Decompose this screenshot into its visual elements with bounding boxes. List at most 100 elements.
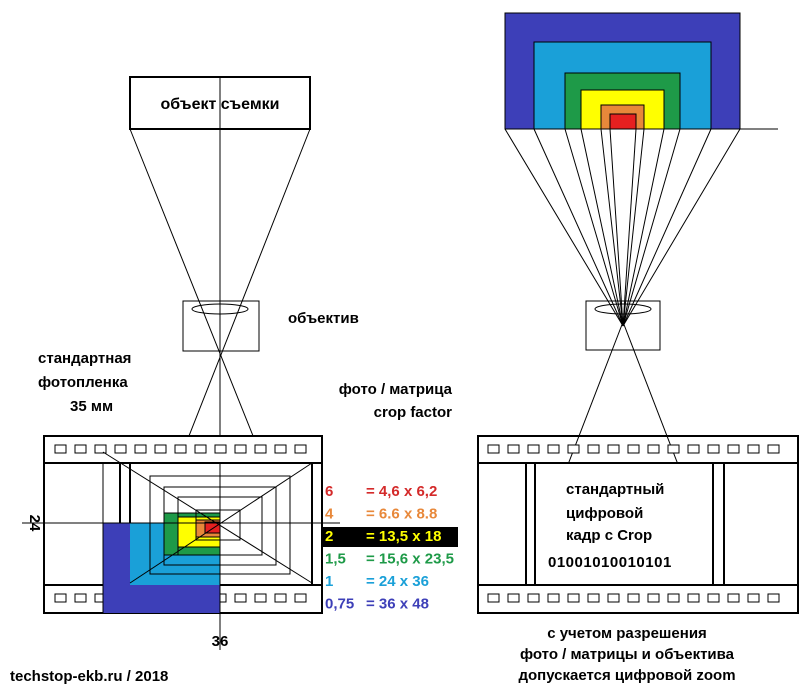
- digital-frame-label-line-1: стандартный: [566, 481, 664, 498]
- perforation-top-6: [174, 444, 187, 454]
- zoom-note-line-2: фото / матрицы и объектива: [520, 646, 735, 663]
- right-ray-2: [564, 128, 624, 327]
- perforation-top-5: [154, 444, 167, 454]
- film-label-line-2: фотопленка: [38, 374, 128, 391]
- perforation-top-10: [254, 444, 267, 454]
- binary-text: 01001010010101: [548, 554, 672, 571]
- perforation-top-right-7: [627, 444, 640, 454]
- perforation-top-right-6: [607, 444, 620, 454]
- perforation-bottom-right-3: [547, 593, 560, 603]
- right-ray-9: [622, 128, 681, 327]
- sensor-size-value: = 24 x 36: [366, 573, 429, 590]
- perforation-top-right-3: [547, 444, 560, 454]
- film-perforations-top: [54, 444, 307, 454]
- perforation-top-0: [54, 444, 67, 454]
- perforation-bottom-right-12: [727, 593, 740, 603]
- perforation-bottom-1: [74, 593, 87, 603]
- right-ray-8: [622, 128, 665, 327]
- right-ray-3: [580, 128, 624, 327]
- perforation-bottom-0: [54, 593, 67, 603]
- zoom-note-line-3: допускается цифровой zoom: [518, 667, 735, 684]
- perforation-top-right-12: [727, 444, 740, 454]
- film-perforations-top-right: [487, 444, 780, 454]
- perforation-top-8: [214, 444, 227, 454]
- left-lens: [182, 300, 260, 352]
- crop-factor-value: 4: [325, 506, 334, 523]
- right-ray-10: [622, 128, 712, 327]
- perforation-top-11: [274, 444, 287, 454]
- sensor-size-value: = 36 x 48: [366, 596, 429, 613]
- perforation-bottom-right-14: [767, 593, 780, 603]
- right-ray-1: [533, 128, 624, 327]
- perforation-top-right-8: [647, 444, 660, 454]
- perforation-top-right-4: [567, 444, 580, 454]
- perforation-bottom-10: [254, 593, 267, 603]
- perforation-top-2: [94, 444, 107, 454]
- film-label-line-1: стандартная: [38, 350, 131, 367]
- perforation-top-4: [134, 444, 147, 454]
- right-subject-squares: [504, 12, 741, 130]
- film-label-line-3: 35 мм: [70, 398, 113, 415]
- perforation-bottom-right-1: [507, 593, 520, 603]
- perforation-top-12: [294, 444, 307, 454]
- perforation-top-right-0: [487, 444, 500, 454]
- perforation-bottom-12: [294, 593, 307, 603]
- perforation-top-right-1: [507, 444, 520, 454]
- sensor-size-value: = 6.6 x 8.8: [366, 506, 437, 523]
- perforation-top-right-9: [667, 444, 680, 454]
- crop-factor-value: 6: [325, 483, 333, 500]
- perforation-top-9: [234, 444, 247, 454]
- right-ray-4: [600, 128, 624, 327]
- perforation-bottom-right-5: [587, 593, 600, 603]
- perforation-bottom-right-0: [487, 593, 500, 603]
- perforation-bottom-right-8: [647, 593, 660, 603]
- frame-diagonals: [22, 451, 340, 613]
- right-ray-0: [504, 128, 624, 327]
- zoom-note-line-1: с учетом разрешения: [547, 625, 707, 642]
- perforation-bottom-right-7: [627, 593, 640, 603]
- perforation-bottom-9: [234, 593, 247, 603]
- right-ray-7: [622, 128, 645, 327]
- perforation-top-7: [194, 444, 207, 454]
- crop-factor-value: 0,75: [325, 596, 354, 613]
- sensor-size-value: = 13,5 x 18: [366, 528, 441, 545]
- credit-text: techstop-ekb.ru / 2018: [10, 668, 168, 685]
- crop-factor-value: 1,5: [325, 551, 346, 568]
- right-rays: [504, 128, 741, 327]
- digital-frame-label-line-3: кадр с Crop: [566, 527, 652, 544]
- perforation-top-right-11: [707, 444, 720, 454]
- sensor-label-line-2: crop factor: [374, 404, 453, 421]
- right-ray-6: [622, 128, 637, 327]
- perforation-top-3: [114, 444, 127, 454]
- sensor-size-value: = 15,6 x 23,5: [366, 551, 454, 568]
- sensor-size-blocks: [103, 512, 221, 613]
- perforation-bottom-right-11: [707, 593, 720, 603]
- perforation-bottom-right-10: [687, 593, 700, 603]
- sensor-label-line-1: фото / матрица: [339, 381, 453, 398]
- perforation-bottom-right-9: [667, 593, 680, 603]
- perforation-bottom-right-6: [607, 593, 620, 603]
- perforation-top-right-10: [687, 444, 700, 454]
- digital-frame-label-line-2: цифровой: [566, 505, 643, 522]
- crop-factor-value: 1: [325, 573, 333, 590]
- perforation-top-right-5: [587, 444, 600, 454]
- perforation-bottom-right-4: [567, 593, 580, 603]
- perforation-bottom-right-2: [527, 593, 540, 603]
- crop-factor-legend: 6= 4,6 x 6,24= 6.6 x 8.82= 13,5 x 181,5=…: [322, 483, 458, 613]
- perforation-bottom-11: [274, 593, 287, 603]
- lens-label: объектив: [288, 310, 359, 327]
- perforation-top-right-14: [767, 444, 780, 454]
- right-ray-11: [622, 128, 741, 327]
- perforation-top-1: [74, 444, 87, 454]
- perforation-bottom-right-13: [747, 593, 760, 603]
- legend-highlight-bar: [322, 527, 458, 547]
- sensor-size-value: = 4,6 x 6,2: [366, 483, 437, 500]
- right-ray-5: [609, 128, 624, 327]
- height-dimension-label: 24: [26, 515, 43, 532]
- width-dimension-label: 36: [212, 633, 229, 650]
- right-film-strip: [477, 435, 799, 614]
- perforation-top-right-13: [747, 444, 760, 454]
- perforation-top-right-2: [527, 444, 540, 454]
- film-perforations-bottom-right: [487, 593, 780, 603]
